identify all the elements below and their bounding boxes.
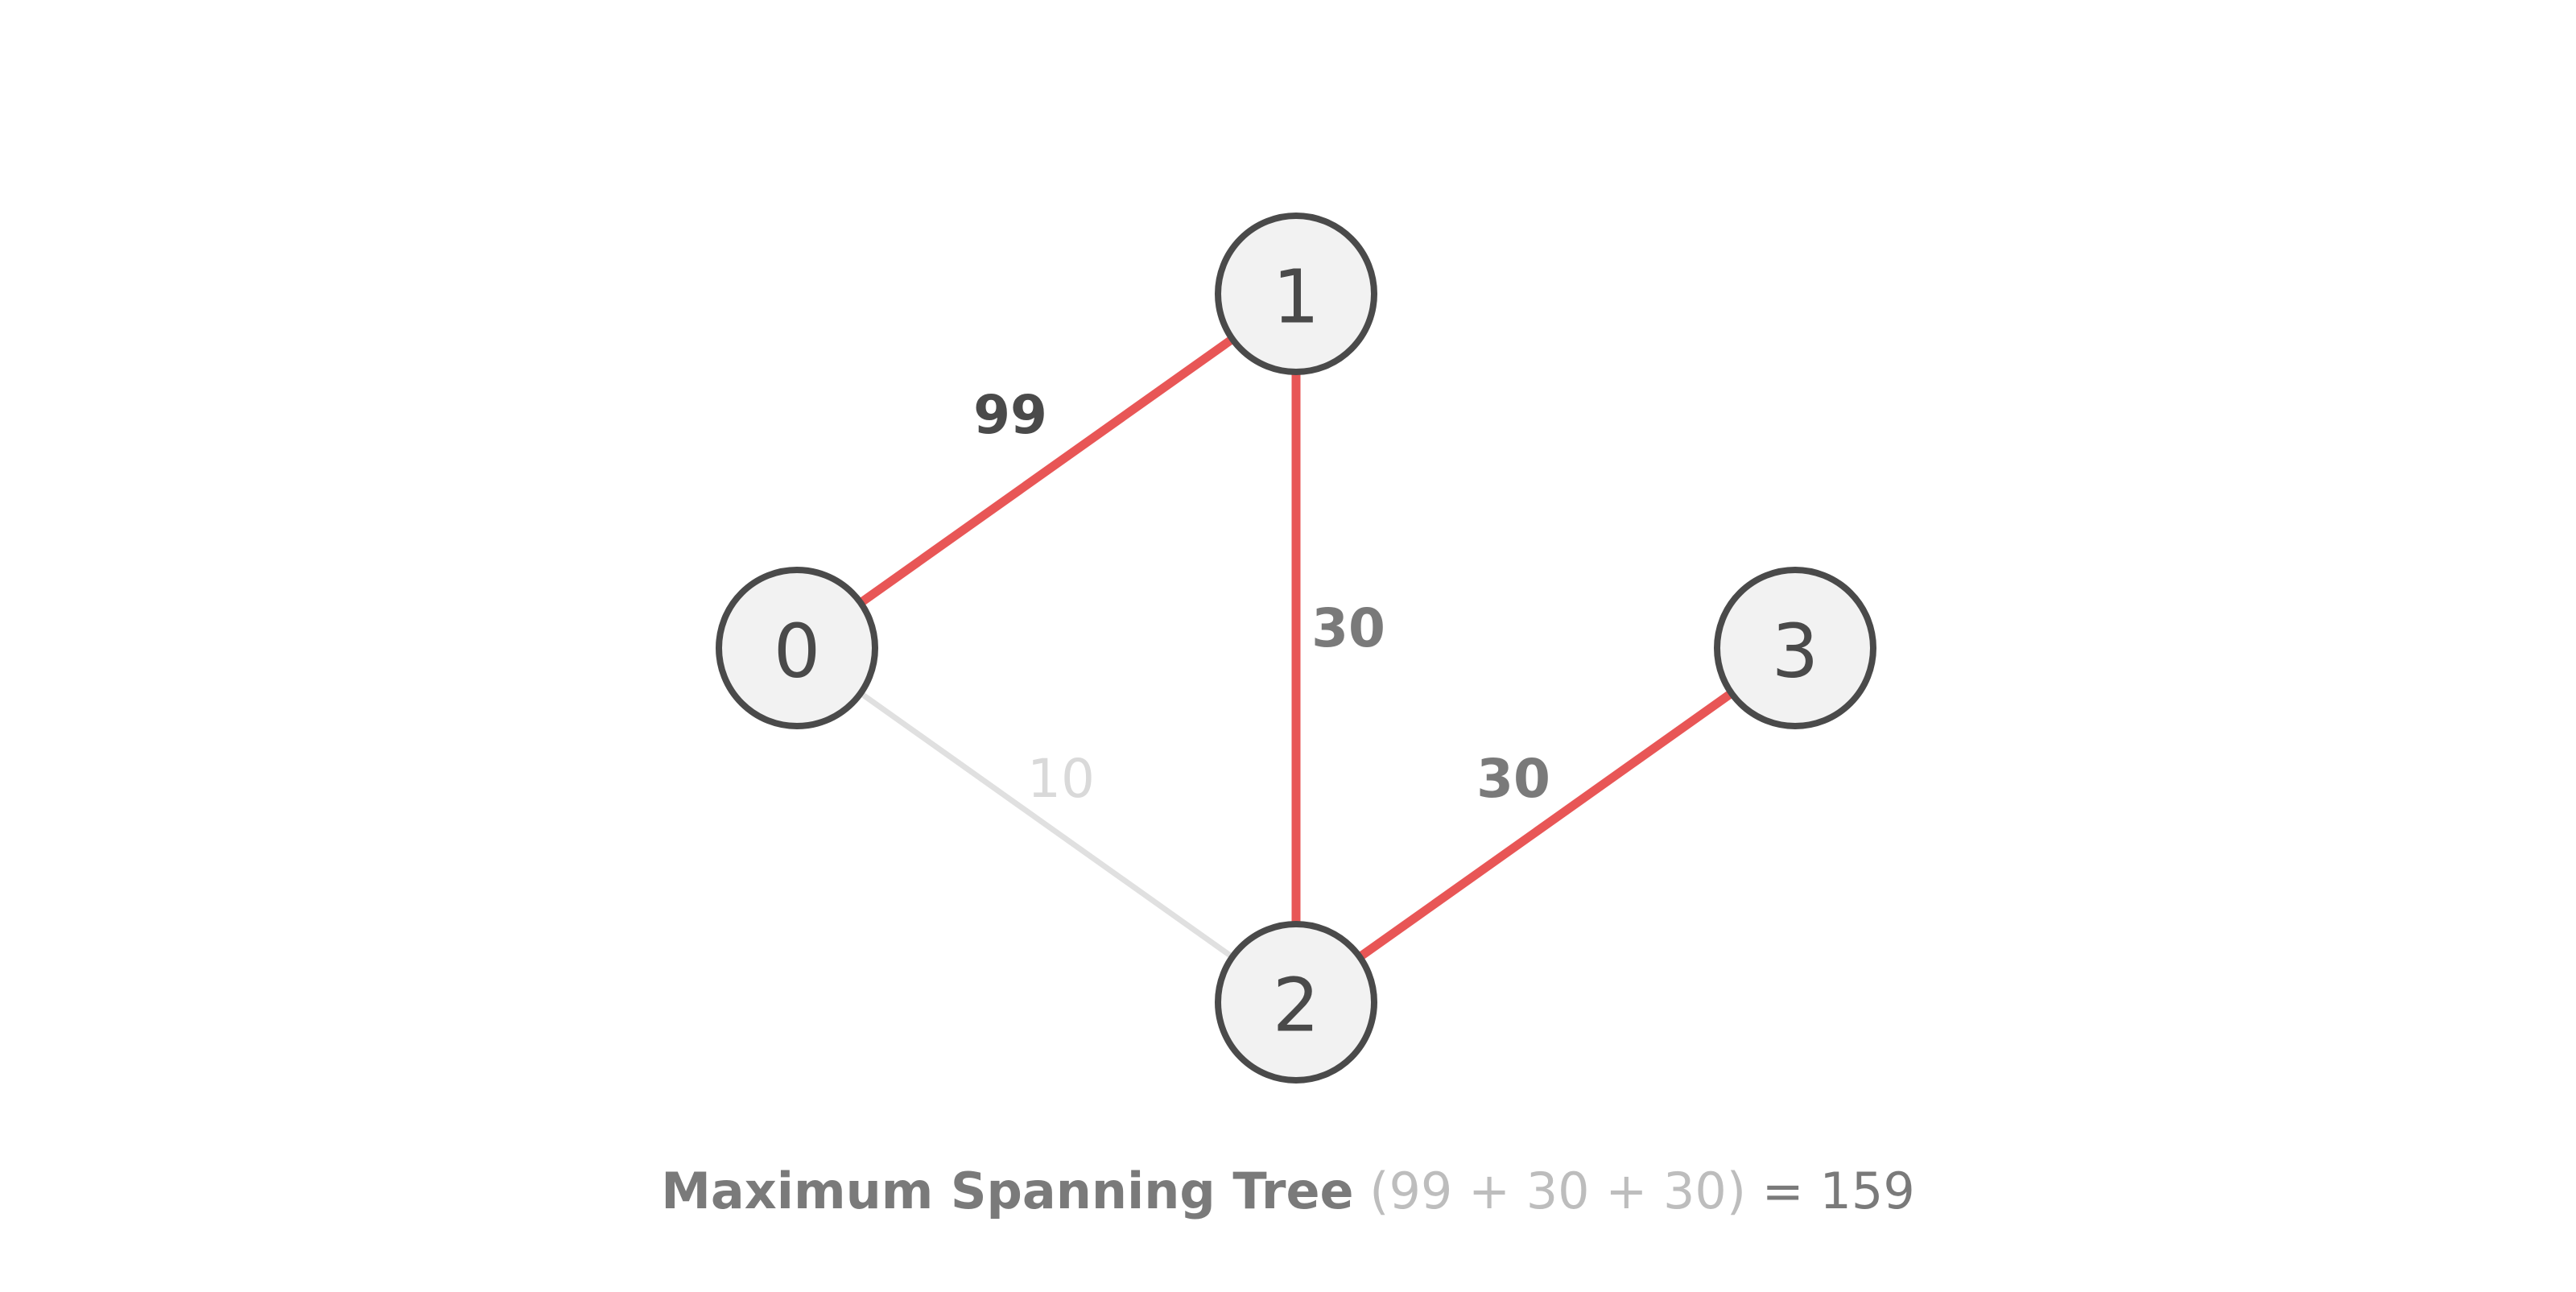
node-label-0: 0 [774, 609, 821, 695]
edge-2-3 [1291, 643, 1800, 1007]
edge-0-1 [792, 289, 1301, 653]
edge-weight-0-1: 99 [973, 384, 1047, 446]
node-circle-1 [1215, 213, 1377, 375]
caption-title: Maximum Spanning Tree [661, 1162, 1354, 1220]
edges-layer [792, 289, 1800, 1007]
node-circle-0 [716, 567, 878, 729]
node-label-2: 2 [1273, 963, 1320, 1049]
nodes-layer: 0 1 2 3 [716, 213, 1876, 1084]
edge-weight-2-3: 30 [1476, 748, 1550, 810]
node-1: 1 [1215, 213, 1377, 375]
node-label-3: 3 [1772, 609, 1819, 695]
weights-layer: 99 30 30 10 [973, 384, 1550, 810]
edge-weight-1-2: 30 [1311, 597, 1385, 659]
node-3: 3 [1714, 567, 1876, 729]
edge-0-2 [794, 645, 1299, 1005]
node-0: 0 [716, 567, 878, 729]
caption-result: = 159 [1761, 1162, 1915, 1220]
node-circle-3 [1714, 567, 1876, 729]
node-label-1: 1 [1273, 254, 1320, 341]
edge-weight-0-2: 10 [1027, 748, 1095, 810]
node-2: 2 [1215, 921, 1377, 1084]
caption-terms: (99 + 30 + 30) [1369, 1162, 1747, 1220]
node-circle-2 [1215, 921, 1377, 1084]
caption: Maximum Spanning Tree (99 + 30 + 30) = 1… [0, 1159, 2576, 1224]
